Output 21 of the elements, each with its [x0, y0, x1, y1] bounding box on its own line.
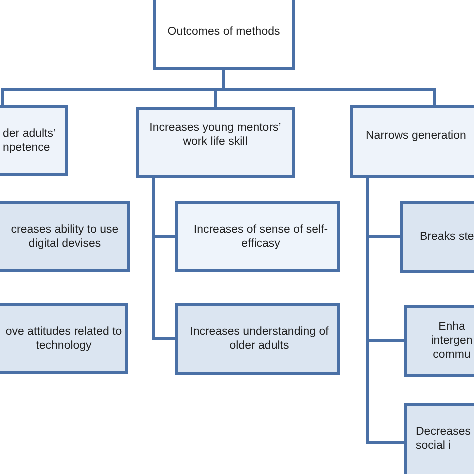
box-label: Decreases social i: [416, 425, 472, 453]
outcome-box: [153, 0, 295, 70]
box-label: creases ability to use digital devises: [10, 222, 120, 250]
box-label: Increases of sense of self- efficasy: [192, 222, 330, 250]
box-label: Outcomes of methods: [166, 25, 282, 39]
connector-line: [366, 178, 404, 444]
box-label: Narrows generation: [366, 128, 468, 142]
box-label: Enha intergen commu: [430, 320, 474, 362]
box-label: ove attitudes related to technology: [4, 324, 124, 352]
outcome-box: [175, 303, 340, 375]
outcome-box: [136, 107, 295, 178]
outcome-box: [400, 201, 474, 273]
box-label: Breaks ste: [420, 230, 474, 244]
box-label: Increases young mentors’ work life skill: [148, 121, 282, 149]
outcome-box: [350, 105, 474, 178]
box-label: Increases understanding of older adults: [189, 325, 330, 353]
box-label: der adults’ npetence: [3, 126, 57, 154]
outcome-box: [175, 201, 340, 272]
outcome-box: [0, 201, 130, 272]
outcome-box: [0, 303, 128, 374]
outcome-box: [404, 305, 474, 377]
